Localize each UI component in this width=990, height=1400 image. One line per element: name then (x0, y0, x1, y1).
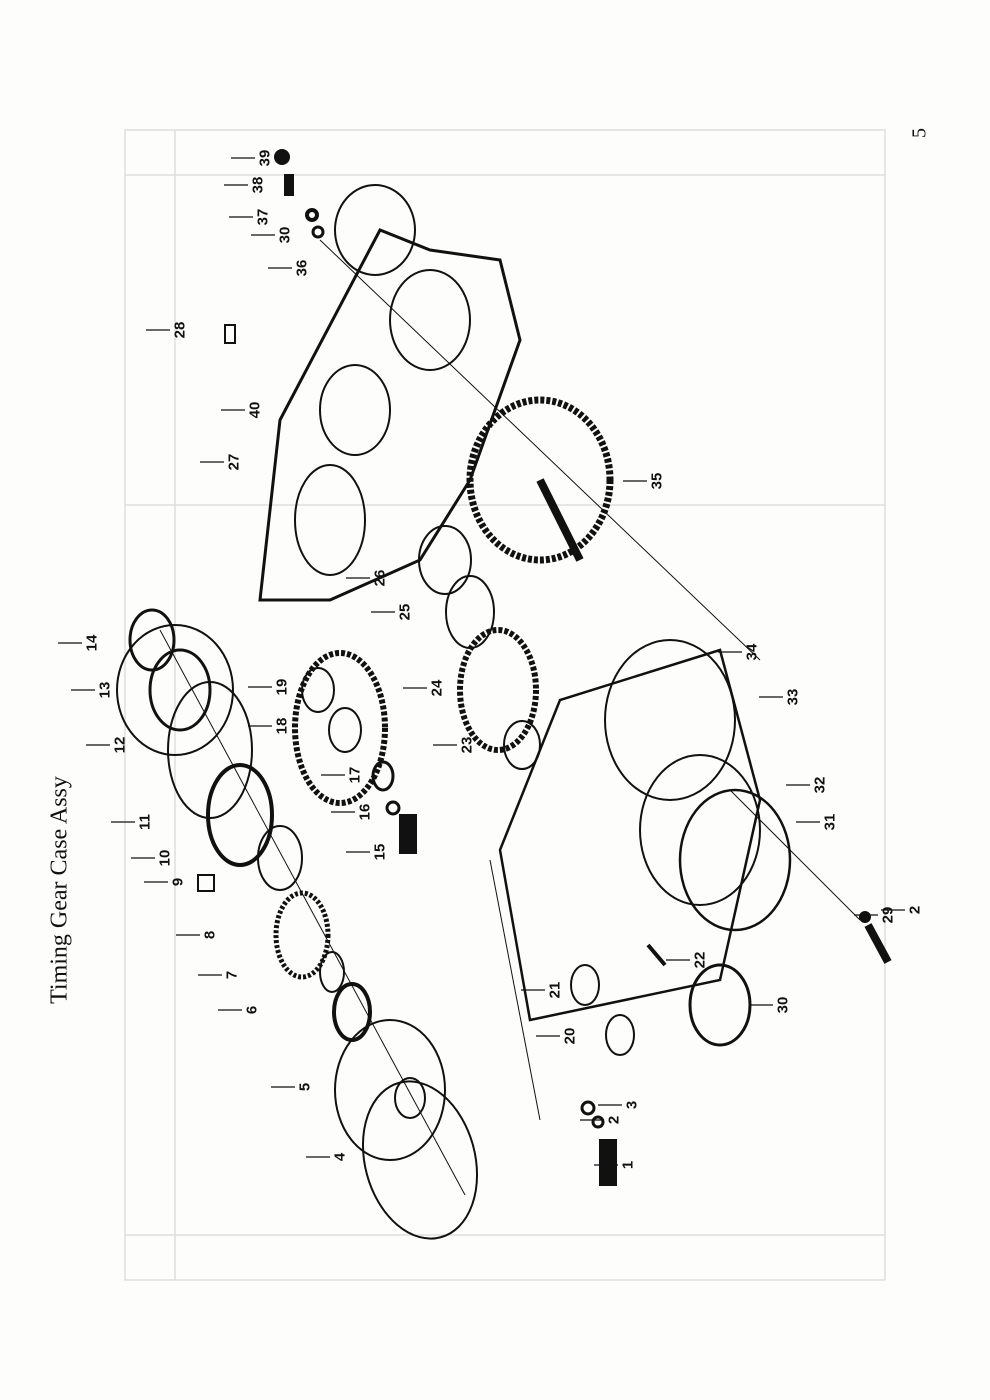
callout-label-13: 13 (97, 682, 114, 699)
callout-label-30: 30 (775, 997, 792, 1014)
gasket-34 (498, 648, 762, 1022)
gear-18-hub (328, 707, 362, 753)
callout-label-6: 6 (244, 1006, 261, 1014)
washer-16 (385, 800, 401, 816)
callout-label-2: 2 (606, 1116, 623, 1124)
callout-label-38: 38 (250, 177, 267, 194)
washer-30 (311, 225, 325, 239)
callout-label-10: 10 (157, 850, 174, 867)
callout-label-19: 19 (274, 679, 291, 696)
washer-7 (319, 951, 345, 993)
washer-37 (305, 208, 319, 222)
callout-label-24: 24 (429, 679, 446, 696)
callout-label-36: 36 (294, 260, 311, 277)
cover-13-inner (148, 648, 212, 732)
callout-label-34: 34 (744, 643, 761, 660)
faded-parts-table (124, 129, 886, 1281)
callout-label-21: 21 (547, 982, 564, 999)
centerline-1 (159, 629, 466, 1196)
cover-31 (678, 788, 792, 932)
plate-19 (301, 667, 335, 713)
washer-2 (591, 1115, 605, 1129)
parts-drawings (116, 149, 892, 1240)
callout-label-29: 29 (880, 907, 897, 924)
callout-label-35: 35 (649, 473, 666, 490)
timing-case-27 (258, 228, 522, 602)
callout-label-27: 27 (226, 454, 243, 471)
bolt-1 (599, 1139, 617, 1186)
callout-label-12: 12 (112, 737, 129, 754)
washer-3 (580, 1100, 596, 1116)
bolt-29 (864, 923, 892, 964)
pin-28 (224, 324, 236, 344)
callout-label-18: 18 (274, 718, 291, 735)
cover-13 (116, 624, 234, 756)
centerline-2 (319, 239, 761, 661)
bushing-25 (445, 575, 495, 649)
callout-label-26: 26 (372, 570, 389, 587)
callout-label-5: 5 (297, 1083, 314, 1091)
shaft-35 (536, 478, 584, 562)
centerline-4 (729, 789, 861, 921)
callout-label-17: 17 (347, 767, 364, 784)
case-bore-2 (319, 364, 391, 456)
callout-label-28: 28 (172, 322, 189, 339)
callout-label-2: 2 (907, 906, 924, 914)
washer-23 (503, 720, 541, 770)
callout-label-37: 37 (255, 209, 272, 226)
callout-label-23: 23 (459, 737, 476, 754)
callout-label-39: 39 (257, 150, 274, 167)
washer-2b (859, 911, 871, 923)
gear-8 (273, 890, 331, 980)
callout-label-9: 9 (170, 878, 187, 886)
callout-labels: 1234567891011121314151617181920212223242… (58, 150, 924, 1169)
case-bore-1 (294, 464, 366, 576)
pin-22 (646, 943, 667, 967)
gear-24 (457, 627, 539, 753)
housing-5 (334, 1019, 446, 1161)
cover-32 (639, 754, 761, 906)
callout-label-32: 32 (812, 777, 829, 794)
callout-label-8: 8 (202, 931, 219, 939)
callout-label-22: 22 (692, 952, 709, 969)
callout-label-25: 25 (397, 604, 414, 621)
callout-label-30: 30 (277, 227, 294, 244)
gasket-36 (334, 184, 416, 276)
callout-label-11: 11 (137, 814, 154, 830)
callout-label-40: 40 (247, 402, 264, 419)
plate-20 (605, 1014, 635, 1056)
gear-18 (292, 650, 388, 806)
hub-26 (418, 525, 472, 595)
callout-label-16: 16 (357, 804, 374, 821)
callout-label-4: 4 (332, 1152, 349, 1161)
gasket-21 (570, 964, 600, 1006)
bearing-6 (332, 982, 372, 1042)
nut-39 (274, 149, 290, 165)
centerline-3 (489, 859, 541, 1121)
key-9 (197, 874, 215, 892)
callout-label-15: 15 (372, 844, 389, 861)
case-bore-3 (389, 269, 471, 371)
stud-38 (284, 174, 294, 196)
callout-label-20: 20 (562, 1028, 579, 1045)
housing-5-bore (394, 1077, 426, 1119)
callout-label-3: 3 (624, 1101, 641, 1109)
callout-label-1: 1 (620, 1161, 637, 1169)
bolt-15 (399, 814, 417, 854)
callout-label-33: 33 (785, 689, 802, 706)
callout-label-14: 14 (84, 634, 101, 651)
cover-33 (604, 639, 736, 801)
seal-14 (128, 608, 176, 672)
callout-label-31: 31 (822, 814, 839, 831)
bearing-11 (206, 763, 274, 867)
callout-label-7: 7 (224, 971, 241, 979)
gasket-4 (361, 1080, 479, 1240)
